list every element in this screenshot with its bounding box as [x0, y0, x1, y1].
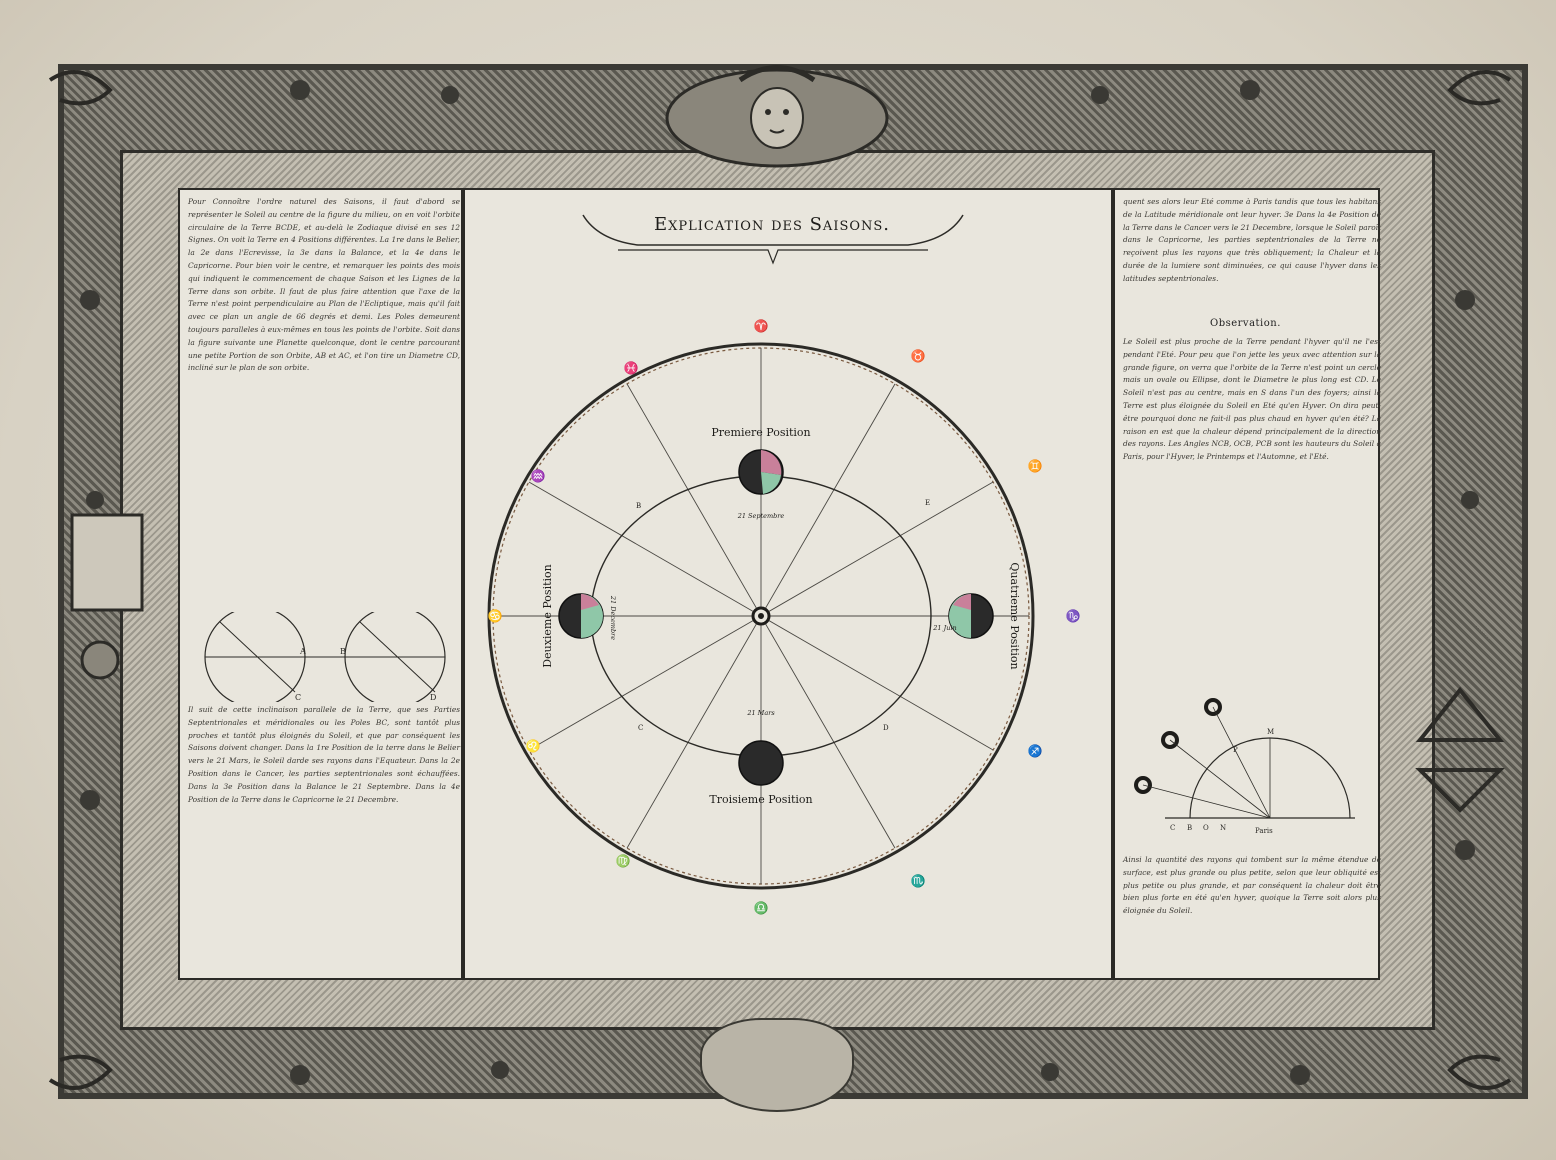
zodiac-aries-glyph: ♈: [754, 319, 769, 333]
left-inclination-figure: A B C D: [204, 612, 446, 702]
orbit-letter-d: D: [883, 724, 889, 732]
zodiac-scorpio-glyph: ♏: [911, 874, 926, 888]
right-text-upper: quent ses alors leur Eté comme à Paris t…: [1123, 197, 1381, 283]
zodiac-virgo-glyph: ♍: [616, 854, 631, 868]
left-text-panel: [178, 188, 463, 980]
zodiac-sagittarius-glyph: ♐: [1028, 744, 1043, 758]
small-figure-diameter-left: [219, 621, 296, 693]
ray-mid: [1169, 739, 1271, 819]
zodiac-libra-glyph: ♎: [754, 901, 769, 915]
zodiac-circle: [487, 342, 1035, 890]
right-square-instrument: [1415, 686, 1505, 742]
fig-letter-n: N: [1220, 824, 1226, 832]
zodiac-capricorn-glyph: ♑: [1066, 609, 1081, 623]
zodiac-gemini-glyph: ♊: [1028, 459, 1043, 473]
zodiac-cancer-glyph: ♋: [488, 609, 503, 623]
earth-third-position: [738, 740, 784, 786]
sun-icon-high: [1204, 698, 1222, 716]
date-march: 21 Mars: [746, 709, 775, 717]
sun-icon-mid: [1161, 731, 1179, 749]
ray-low: [1142, 784, 1271, 819]
frame-foliage: [80, 80, 1479, 1085]
earth-second-position: [558, 593, 604, 639]
left-text-upper: Pour Connoître l'ordre naturel des Saiso…: [188, 197, 460, 373]
left-map-ornament: [70, 513, 144, 612]
zodiac-pisces-glyph: ♓: [624, 361, 639, 375]
label-third-position: Troisieme Position: [709, 793, 812, 806]
fig-letter-o: O: [1203, 824, 1209, 832]
small-figure-letter-b: B: [340, 647, 346, 656]
fig-letter-paris: Paris: [1255, 827, 1273, 835]
label-second-position: Deuxieme Position: [541, 564, 554, 667]
earth-first-position: [738, 449, 784, 495]
orbit-letter-e: E: [925, 499, 930, 507]
observation-heading: Observation.: [1210, 318, 1281, 329]
small-figure-letter-a: A: [299, 647, 306, 656]
zodiac-leo-glyph: ♌: [526, 739, 541, 753]
orbit-letter-b: B: [636, 502, 641, 510]
fig-letter-b: B: [1187, 824, 1192, 832]
zodiac-taurus-glyph: ♉: [911, 349, 926, 363]
fig-letter-c: C: [1170, 824, 1175, 832]
right-sun-angle-figure: C B O N P M Paris: [1134, 698, 1355, 835]
label-fourth-position: Quatrieme Position: [1008, 562, 1021, 669]
left-globe-ornament: [80, 640, 120, 680]
center-diagram-panel: [463, 188, 1113, 980]
right-text-lower: Ainsi la quantité des rayons qui tombent…: [1123, 855, 1381, 916]
right-compass-instrument: [1415, 768, 1505, 813]
date-june: 21 Juin: [932, 624, 956, 632]
small-figure-letter-d: D: [430, 693, 436, 702]
right-text-panel: [1113, 188, 1380, 980]
earth-fourth-position: [948, 593, 994, 639]
sun-icon-low: [1134, 776, 1152, 794]
date-september: 21 Septembre: [737, 512, 785, 520]
small-figure-letter-c: C: [295, 693, 301, 702]
label-first-position: Premiere Position: [711, 426, 810, 439]
corner-flourishes: [48, 70, 1512, 1090]
orbit-letter-c: C: [638, 724, 643, 732]
fig-letter-m: M: [1267, 728, 1274, 736]
right-text-observation: Le Soleil est plus proche de la Terre pe…: [1123, 337, 1381, 462]
bottom-cartouche-ornament: [700, 1018, 854, 1112]
ray-high: [1212, 706, 1271, 819]
fig-letter-p: P: [1233, 746, 1238, 754]
seasons-diagram: Premiere Position Troisieme Position Deu…: [487, 319, 1081, 915]
diagram-title: Explication des Saisons.: [653, 214, 891, 235]
date-december: 21 Decembre: [609, 595, 617, 640]
title-ribbon: [582, 214, 964, 265]
left-text-lower: Il suit de cette inclinaison parallele d…: [188, 705, 460, 804]
top-cartouche-ornament: [665, 65, 889, 168]
zodiac-aquarius-glyph: ♒: [531, 469, 546, 483]
small-figure-diameter-right: [359, 621, 436, 693]
